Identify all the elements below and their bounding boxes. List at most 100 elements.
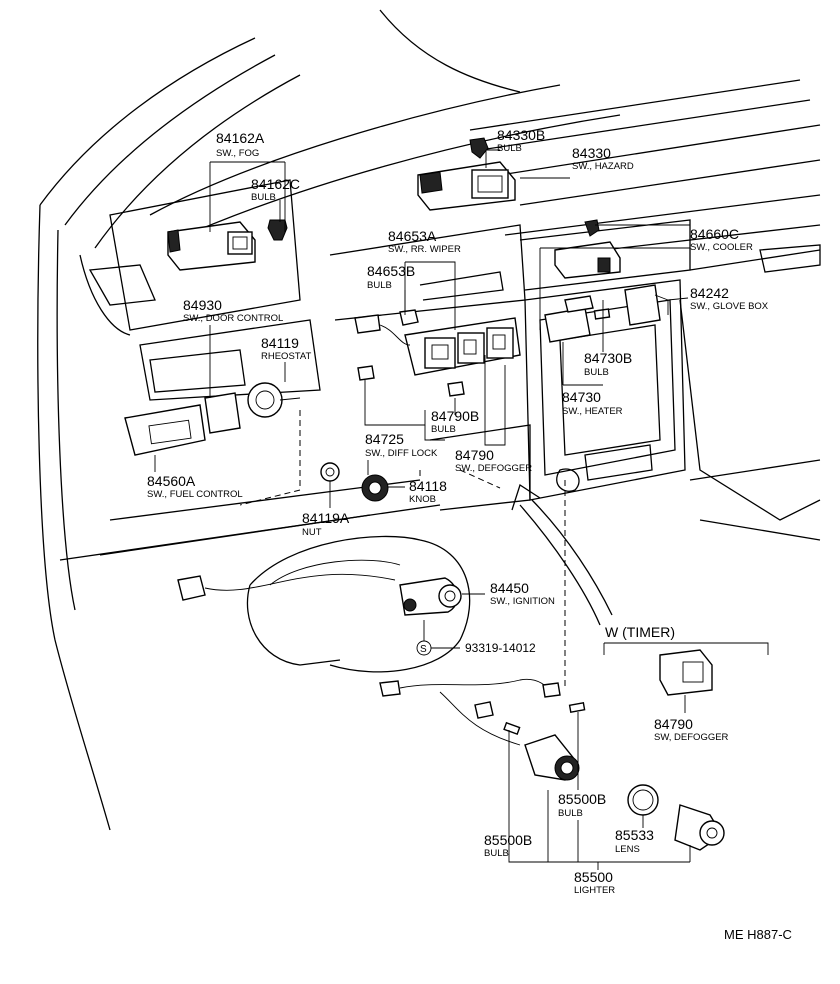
label-bulb-fog: 84162C BULB [251, 176, 300, 203]
timer-variant-title: W (TIMER) [605, 624, 675, 640]
lighter-body-part [524, 734, 580, 781]
timer-arrow [511, 483, 613, 626]
label-sw-defogger: 84790 SW., DEFOGGER [455, 447, 532, 474]
label-sw-fog: 84162A SW., FOG [216, 130, 265, 159]
label-lighter: 85500 LIGHTER [574, 869, 615, 896]
part-number: 85500B [484, 832, 532, 848]
label-bulb-lighter-right: 85500B BULB [558, 791, 606, 819]
heater-bulb-part [593, 308, 611, 320]
label-screw: S 93319-14012 [420, 641, 536, 655]
cluster-connector [354, 314, 411, 346]
lighter-knob-part [674, 804, 725, 851]
label-sw-rr-wiper: 84653A SW., RR. WIPER [388, 228, 461, 255]
center-switch-cluster [404, 317, 521, 376]
label-sw-cooler: 84660C SW., COOLER [690, 226, 753, 253]
door-control-switch-part [204, 392, 241, 434]
fuel-control-switch-part [124, 404, 206, 456]
part-desc: SW, DEFOGGER [654, 732, 729, 743]
part-number: 84730B [584, 350, 632, 366]
label-bulb-defogger: 84790B BULB [431, 408, 479, 435]
part-number: 84560A [147, 473, 196, 489]
fog-switch-part [167, 221, 256, 271]
nut-part [320, 462, 340, 482]
part-desc: BULB [484, 848, 509, 859]
steering-column [246, 535, 471, 673]
part-desc: SW., HAZARD [572, 161, 634, 172]
cooler-switch-part [554, 241, 621, 279]
label-rheostat: 84119 RHEOSTAT [261, 335, 312, 362]
part-number: 84330B [497, 127, 545, 143]
rr-wiper-bulb-part [399, 309, 419, 326]
label-sw-glove-box: 84242 SW., GLOVE BOX [690, 285, 769, 312]
ignition-connector [177, 573, 396, 601]
label-knob: 84118 KNOB [409, 478, 447, 505]
heater-switch-part [544, 295, 594, 343]
label-nut: 84119A NUT [302, 510, 350, 538]
label-bulb-hazard: 84330B BULB [497, 127, 545, 154]
part-number: 84118 [409, 478, 447, 494]
part-number: 84660C [690, 226, 739, 242]
part-number: 84450 [490, 580, 529, 596]
label-timer-variant: W (TIMER) [605, 624, 675, 640]
part-desc: BULB [558, 808, 583, 819]
part-desc: BULB [497, 143, 522, 154]
hazard-switch-part [417, 161, 516, 211]
label-bulb-lighter-left: 85500B BULB [484, 832, 532, 859]
part-desc: BULB [431, 424, 456, 435]
leader-lines [154, 149, 769, 870]
part-number: 84653B [367, 263, 415, 279]
label-sw-hazard: 84330 SW., HAZARD [572, 145, 634, 172]
part-desc: BULB [584, 367, 609, 378]
part-number: 84790B [431, 408, 479, 424]
part-desc: SW., COOLER [690, 242, 753, 253]
part-desc: SW., FUEL CONTROL [147, 489, 243, 500]
part-number: 84119A [302, 510, 350, 526]
lighter-harness [379, 678, 586, 746]
label-bulb-heater: 84730B BULB [584, 350, 632, 378]
part-number: 84653A [388, 228, 437, 244]
part-desc: RHEOSTAT [261, 351, 312, 362]
part-number: 84119 [261, 335, 299, 351]
part-number: 84330 [572, 145, 611, 161]
part-number: 84162A [216, 130, 265, 146]
part-desc: LENS [615, 844, 640, 855]
label-sw-fuel-control: 84560A SW., FUEL CONTROL [147, 473, 243, 500]
fog-bulb-part [267, 219, 288, 241]
defogger-bulb-part [447, 381, 465, 397]
timer-defogger-switch-part [659, 649, 713, 696]
dashed-centerlines [239, 410, 566, 690]
part-number: 85500B [558, 791, 606, 807]
label-sw-door-control: 84930 SW., DOOR CONTROL [183, 297, 283, 324]
lens-part [627, 784, 659, 816]
part-desc: KNOB [409, 494, 436, 505]
screw-letter: S [420, 644, 427, 655]
label-sw-diff-lock: 84725 SW., DIFF LOCK [365, 431, 438, 459]
part-desc: SW., DOOR CONTROL [183, 313, 283, 324]
label-sw-ignition: 84450 SW., IGNITION [490, 580, 555, 607]
part-number: 93319-14012 [465, 641, 536, 655]
diagram-ref-code: ME H887-C [724, 927, 792, 942]
label-sw-defogger-timer: 84790 SW, DEFOGGER [654, 716, 729, 743]
label-lens: 85533 LENS [615, 827, 654, 855]
glove-box-switch-part [624, 284, 669, 326]
part-number: 84790 [455, 447, 494, 463]
part-number: 85500 [574, 869, 613, 885]
diagram-reference: ME H887-C [724, 927, 792, 942]
part-desc: SW., FOG [216, 148, 259, 159]
part-number: 84930 [183, 297, 222, 313]
ignition-switch-part [399, 577, 462, 616]
part-desc: SW., DIFF LOCK [365, 448, 438, 459]
part-number: 84725 [365, 431, 404, 447]
part-desc: NUT [302, 527, 322, 538]
part-desc: LIGHTER [574, 885, 615, 896]
part-desc: SW., RR. WIPER [388, 244, 461, 255]
part-desc: BULB [367, 280, 392, 291]
cooler-bulb-part [584, 219, 600, 237]
part-desc: BULB [251, 192, 276, 203]
diff-lock-bulb-part [357, 365, 375, 381]
part-number: 84730 [562, 389, 601, 405]
label-bulb-rr-wiper: 84653B BULB [367, 263, 415, 291]
part-number: 84790 [654, 716, 693, 732]
